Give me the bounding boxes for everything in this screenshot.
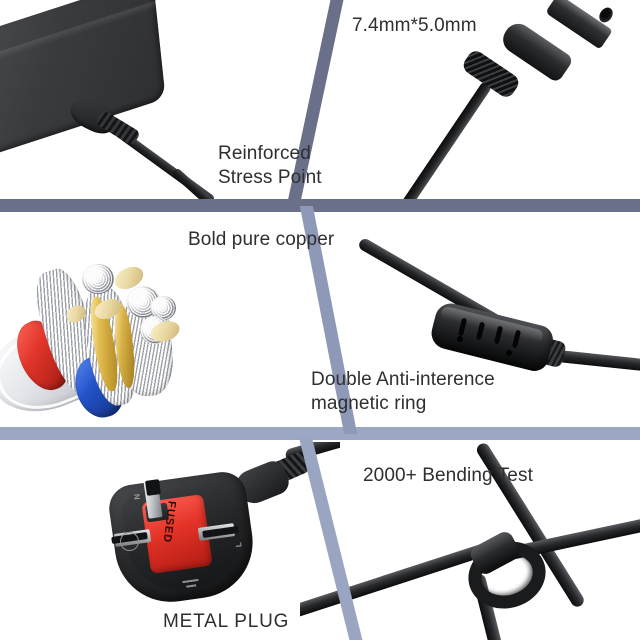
caption-bold-pure-copper: Bold pure copper bbox=[188, 229, 335, 250]
strain-relief-ribs bbox=[95, 109, 141, 147]
ferrite-magnetic-ring-illustration bbox=[320, 220, 640, 420]
plug-live-marking: L bbox=[233, 541, 244, 548]
cable-out-of-ferrite bbox=[557, 350, 640, 376]
tip-strain-ribs bbox=[460, 47, 522, 101]
caption-bending-test: 2000+ Bending Test bbox=[363, 465, 533, 486]
plug-neutral-marking: N bbox=[132, 492, 142, 501]
caption-connector-size: 7.4mm*5.0mm bbox=[352, 15, 477, 36]
caption-reinforced-stress-point: Reinforced Stress Point bbox=[218, 143, 322, 188]
strand-bundle-1 bbox=[82, 264, 114, 294]
brick-output-cable-lower bbox=[170, 167, 222, 200]
horizontal-divider-top bbox=[0, 199, 640, 212]
plug-earth-pin-slot bbox=[145, 479, 161, 496]
tip-barrel bbox=[545, 0, 613, 50]
power-adapter-brick-illustration bbox=[0, 0, 222, 200]
ferrite-dot-1 bbox=[457, 336, 463, 342]
ferrite-dot-2 bbox=[506, 350, 512, 356]
panel-bold-pure-copper bbox=[0, 212, 330, 430]
tip-cable bbox=[399, 80, 493, 200]
horizontal-divider-bottom bbox=[0, 427, 640, 440]
cable-cross-section-illustration bbox=[0, 234, 250, 430]
caption-magnetic-ring: Double Anti-interence magnetic ring bbox=[311, 369, 495, 414]
caption-metal-plug: METAL PLUG bbox=[163, 611, 290, 632]
panel-magnetic-ring bbox=[300, 212, 640, 430]
